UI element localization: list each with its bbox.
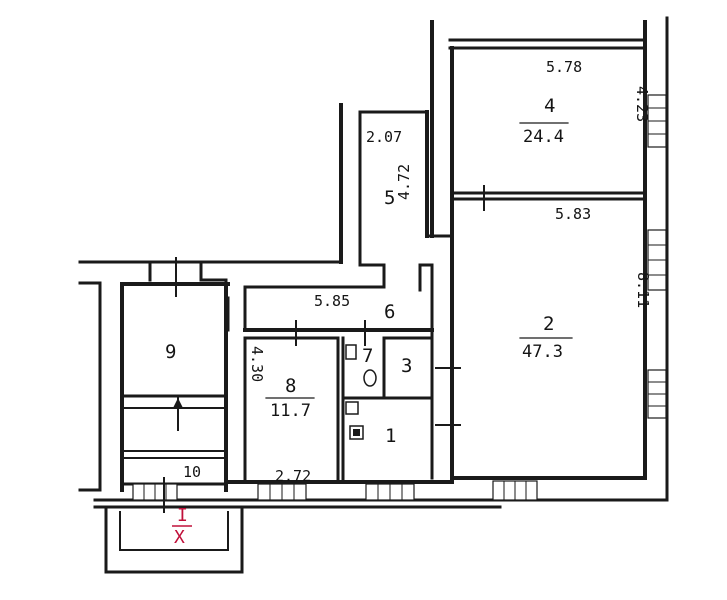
fixtures [345,344,377,440]
room-area-4: 24.4 [523,127,564,147]
room-number-1: 1 [385,425,396,447]
walls [78,16,669,574]
room-number-3: 3 [401,355,412,377]
dimension-room8-depth: 4.30 [248,346,266,382]
room-number-9: 9 [165,341,176,363]
dimension-room6-width: 5.85 [314,292,350,310]
room-number-10: 10 [183,463,201,481]
section-mark-bottom: X [174,527,185,548]
stove-burner-icon [353,429,360,436]
room-number-4: 4 [544,95,555,117]
section-marker: I X [172,505,192,548]
dimension-room2-depth: 8.11 [634,272,652,308]
room-number-2: 2 [543,313,554,335]
room-number-7: 7 [362,345,373,367]
room-labels: 4 24.4 5 2 47.3 6 7 3 1 8 11.7 9 10 [165,95,573,481]
dimension-room4-depth: 4.23 [633,86,651,122]
dimension-room5-depth: 4.72 [395,164,413,200]
dimension-room4-width: 5.78 [546,58,582,76]
room-area-2: 47.3 [522,342,563,362]
sink-icon [345,344,357,360]
stove-icon [345,401,359,415]
dimension-room5-width: 2.07 [366,128,402,146]
dimension-room8-width: 2.72 [275,467,311,485]
section-mark-top: I [177,505,188,526]
windows [132,94,667,501]
dimension-room2-width: 5.83 [555,205,591,223]
room-number-5: 5 [384,187,395,209]
dimension-labels: 5.78 4.23 2.07 4.72 5.83 8.11 5.85 4.30 … [248,58,652,485]
toilet-icon [363,369,377,387]
arrow-up-icon [173,398,183,408]
room-area-8: 11.7 [270,401,311,421]
door-marks [163,185,485,513]
room-number-6: 6 [384,301,395,323]
stove-icon [349,425,364,440]
room-number-8: 8 [285,375,296,397]
